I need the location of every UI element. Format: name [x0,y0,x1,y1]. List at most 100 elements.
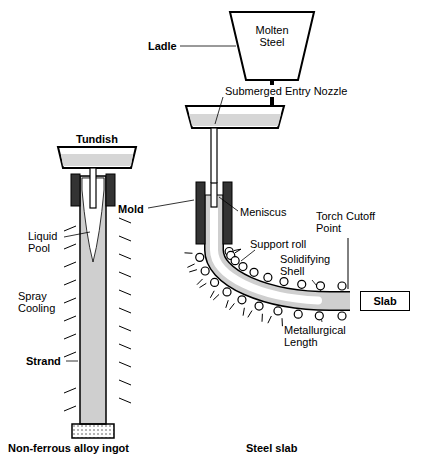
support-roll [211,278,219,286]
spray-jet [200,283,207,287]
support-roll [223,288,231,296]
spray-jet [226,300,228,308]
spray-jet [213,294,219,300]
part-label: Support roll [250,238,306,250]
spray-jet [119,362,131,367]
dummy-block [72,424,114,438]
spray-jet [64,298,76,303]
spray-jet [197,279,203,285]
part-label: Mold [118,203,144,215]
spray-jet [262,314,263,322]
support-roll [338,312,346,320]
mold-plate [71,174,80,206]
spray-jet [64,388,76,393]
leader-line [66,361,78,362]
spray-jet [119,344,131,349]
strand-outline [214,183,350,301]
spray-jet [119,380,131,385]
leader-line [241,250,255,261]
ladle-vessel: Ladle Molten Steel [148,8,318,84]
part-label: Torch Cutoff Point [316,210,388,234]
leader-line [215,97,223,124]
spray-cooling-jets [64,218,282,411]
slab-label: Slab [373,295,396,307]
spray-jet [64,352,76,357]
ladle-shape [230,12,314,80]
figure-caption: Non-ferrous alloy ingot [8,442,129,454]
spray-jet [268,316,271,323]
spray-jet [64,244,76,249]
spray-jet [187,264,194,267]
leader-line [180,46,236,47]
figure-caption: Steel slab [246,442,297,454]
support-roll [294,310,302,318]
part-label: Metallurgical Length [284,324,356,348]
spray-jet [64,226,76,231]
spray-jet [184,252,192,253]
spray-jet [235,249,241,253]
support-roll [316,282,324,290]
support-roll [264,273,272,281]
support-roll [280,278,288,286]
part-label: Submerged Entry Nozzle [224,85,348,97]
spray-jet [248,311,252,318]
support-roll [239,263,247,271]
support-roll [201,267,209,275]
leader-line [64,232,90,237]
spray-jet [210,291,214,298]
spray-jet [229,303,234,309]
nozzle-tip [211,183,217,207]
part-label: Strand [26,355,61,367]
spray-jet [119,254,131,259]
part-label: Tundish [76,133,118,145]
solidifying-shell [214,183,350,301]
support-roll [231,257,239,265]
mold-plate [196,182,205,244]
part-label: Solidifying Shell [280,253,338,277]
support-rolls [196,248,346,320]
spray-jet [119,308,131,313]
support-roll [298,280,306,288]
part-label: Ladle [148,40,177,52]
support-roll [315,312,323,320]
slab-box: Slab [360,291,410,311]
support-roll [255,302,263,310]
torch-leader [348,238,349,289]
ingot-strand [80,176,106,424]
tundish-vessel [58,147,136,168]
support-roll [338,282,346,290]
part-label: Meniscus [240,206,286,218]
spray-jet [119,236,131,241]
part-label: Spray Cooling [18,290,60,314]
support-roll [274,307,282,315]
spray-jet [64,280,76,285]
mold-plate [223,182,232,244]
leader-line [219,197,238,211]
spray-jet [243,308,244,316]
spray-jet [119,398,131,403]
spray-jet [119,272,131,277]
leader-line [148,200,194,208]
spray-jet [64,406,76,411]
tundish-vessel [186,106,284,128]
mold-plate [106,174,115,206]
spray-jet [189,270,197,272]
support-roll [196,253,204,261]
spray-jet [119,326,131,331]
part-label: Liquid Pool [28,230,68,254]
spray-jet [64,334,76,339]
spray-jet [119,290,131,295]
tundish-melt [61,154,133,166]
tundish-melt [189,114,281,126]
spray-jet [282,318,283,326]
spray-jet [119,218,131,223]
support-roll [238,296,246,304]
spray-jet [64,316,76,321]
submerged-entry-nozzle [211,128,217,208]
support-roll [250,268,258,276]
spray-jet [64,262,76,267]
ingot-nozzle [90,168,96,208]
contents-label: Molten Steel [246,24,298,48]
